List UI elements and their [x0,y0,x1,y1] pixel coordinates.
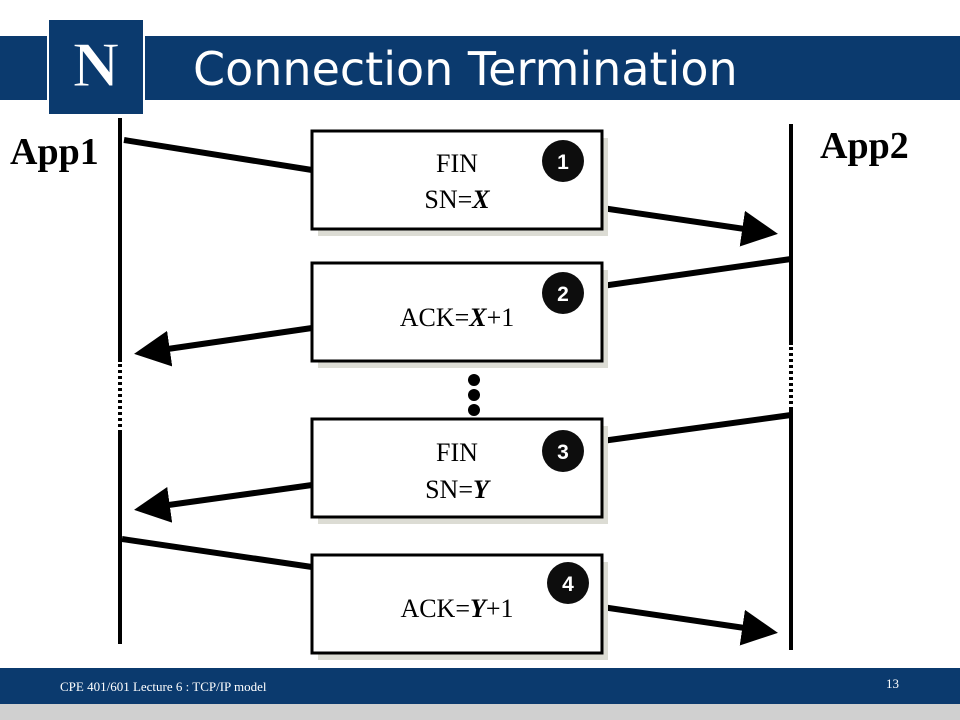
message-4-arrow [601,604,778,646]
step-number-4: 4 [562,573,574,596]
step-badge-4 [547,562,589,604]
message-1-text: FIN SN=X [424,149,490,214]
message-variable: X [468,303,487,332]
page-number: 13 [886,676,899,691]
footer-course-label: CPE 401/601 Lecture 6 : TCP/IP model [60,679,267,694]
step-badge-3 [542,430,584,472]
message-box-3: FIN SN=Y 3 [310,417,608,524]
message-2-text: ACK=X+1 [400,303,515,332]
message-3-arrow [134,482,313,523]
footer-bar [0,668,960,704]
message-4-tail [121,536,313,570]
step-number-1: 1 [557,151,569,174]
message-3-text: FIN SN=Y [425,438,491,504]
message-1-tail [123,137,313,173]
app1-label: App1 [10,131,99,173]
message-3-tail [601,412,792,444]
title-bar [0,36,960,100]
message-variable: Y [470,594,488,623]
ellipsis-dot [468,404,480,416]
step-number-2: 2 [557,283,569,306]
message-box-1: FIN SN=X 1 [310,129,608,236]
message-2-arrow [134,325,313,367]
message-segment: ACK= [400,303,470,332]
message-line: SN=Y [425,475,491,504]
step-number-3: 3 [557,441,569,464]
message-box-2: ACK=X+1 2 [310,261,608,368]
university-n-logo-icon: N [72,29,119,101]
message-line: ACK=X+1 [400,303,515,332]
message-line: ACK=Y+1 [400,594,513,623]
slide-title: Connection Termination [193,42,738,96]
message-segment: FIN [436,149,478,178]
message-4-text: ACK=Y+1 [400,594,513,623]
message-segment: SN= [425,475,473,504]
message-segment: FIN [436,438,478,467]
message-line: SN=X [424,185,490,214]
message-segment: SN= [424,185,472,214]
logo-letter: N [73,29,119,100]
message-variable: X [471,185,490,214]
message-2-tail [601,256,792,289]
message-variable: Y [473,475,491,504]
university-logo: N [47,18,145,116]
message-segment: +1 [487,303,515,332]
message-1-arrow [601,205,778,247]
ellipsis-dot [468,374,480,386]
message-segment: ACK= [400,594,470,623]
ellipsis-dot [468,389,480,401]
message-segment: +1 [486,594,514,623]
step-badge-2 [542,272,584,314]
footer-strip [0,704,960,720]
message-line: FIN [436,149,478,178]
app2-label: App2 [820,125,909,167]
message-box-4: ACK=Y+1 4 [310,553,608,660]
step-badge-1 [542,140,584,182]
message-line: FIN [436,438,478,467]
